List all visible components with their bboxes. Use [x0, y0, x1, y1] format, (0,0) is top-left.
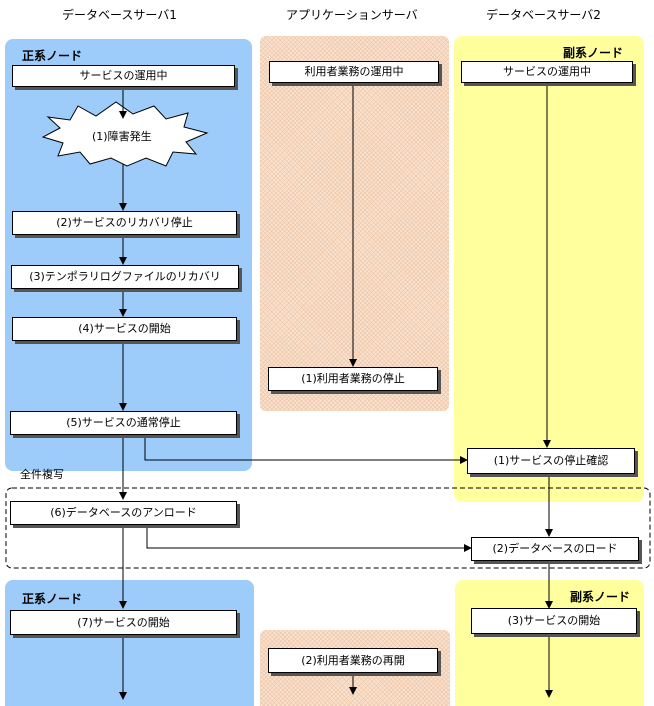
db1-restart-service-label: (7)サービスの開始	[77, 615, 170, 629]
db2-running-label: サービスの運用中	[503, 65, 591, 78]
db1-column-title: データベースサーバ1	[62, 8, 177, 22]
app-running-box: 利用者業務の運用中	[269, 61, 439, 83]
app-running-label: 利用者業務の運用中	[304, 65, 404, 78]
db2-start-service-label: (3)サービスの開始	[507, 614, 601, 627]
db1-temp-log-recovery-label: (3)テンポラリログファイルのリカバリ	[29, 270, 221, 283]
db1-unload-label: (6)データベースのアンロード	[50, 506, 197, 519]
db1-unload-box: (6)データベースのアンロード	[10, 501, 237, 525]
db2-load-box: (2)データベースのロード	[471, 537, 639, 561]
db1-running-box: サービスの運用中	[12, 65, 235, 87]
db1-recovery-stop-label: (2)サービスのリカバリ停止	[56, 216, 193, 229]
app-resume-box: (2)利用者業務の再開	[268, 648, 438, 673]
app-region-top	[260, 36, 449, 411]
primary-node-label-bottom: 正系ノード	[22, 592, 83, 606]
db2-confirm-stop-box: (1)サービスの停止確認	[467, 448, 635, 474]
primary-node-label-top: 正系ノード	[22, 49, 83, 63]
primary-node-region-bottom	[5, 580, 254, 706]
db2-load-label: (2)データベースのロード	[492, 542, 618, 555]
app-resume-label: (2)利用者業務の再開	[301, 653, 405, 667]
db1-normal-stop-label: (5)サービスの通常停止	[66, 416, 181, 429]
app-stop-label: (1)利用者業務の停止	[301, 372, 405, 385]
failure-burst-shape	[41, 101, 209, 167]
db2-column-title: データベースサーバ2	[486, 8, 601, 22]
db1-temp-log-recovery-box: (3)テンポラリログファイルのリカバリ	[11, 265, 239, 289]
app-stop-box: (1)利用者業務の停止	[268, 367, 438, 391]
full-copy-label: 全件複写	[20, 468, 64, 481]
secondary-node-label-bottom: 副系ノード	[570, 590, 631, 604]
secondary-node-label-top: 副系ノード	[563, 46, 624, 60]
app-column-title: アプリケーションサーバ	[286, 8, 418, 22]
db1-restart-service-box: (7)サービスの開始	[10, 610, 237, 635]
secondary-node-region-top	[454, 36, 644, 502]
full-copy-group-outline	[5, 487, 651, 569]
db1-start-service-box: (4)サービスの開始	[12, 317, 237, 341]
db1-running-label: サービスの運用中	[79, 69, 168, 82]
db1-start-service-label: (4)サービスの開始	[78, 322, 171, 335]
db1-recovery-stop-box: (2)サービスのリカバリ停止	[12, 211, 237, 235]
db2-confirm-stop-label: (1)サービスの停止確認	[493, 454, 609, 467]
db2-running-box: サービスの運用中	[461, 61, 633, 83]
db2-start-service-box: (3)サービスの開始	[471, 608, 637, 634]
db1-normal-stop-box: (5)サービスの通常停止	[10, 411, 237, 435]
failure-label: (1)障害発生	[92, 130, 152, 143]
